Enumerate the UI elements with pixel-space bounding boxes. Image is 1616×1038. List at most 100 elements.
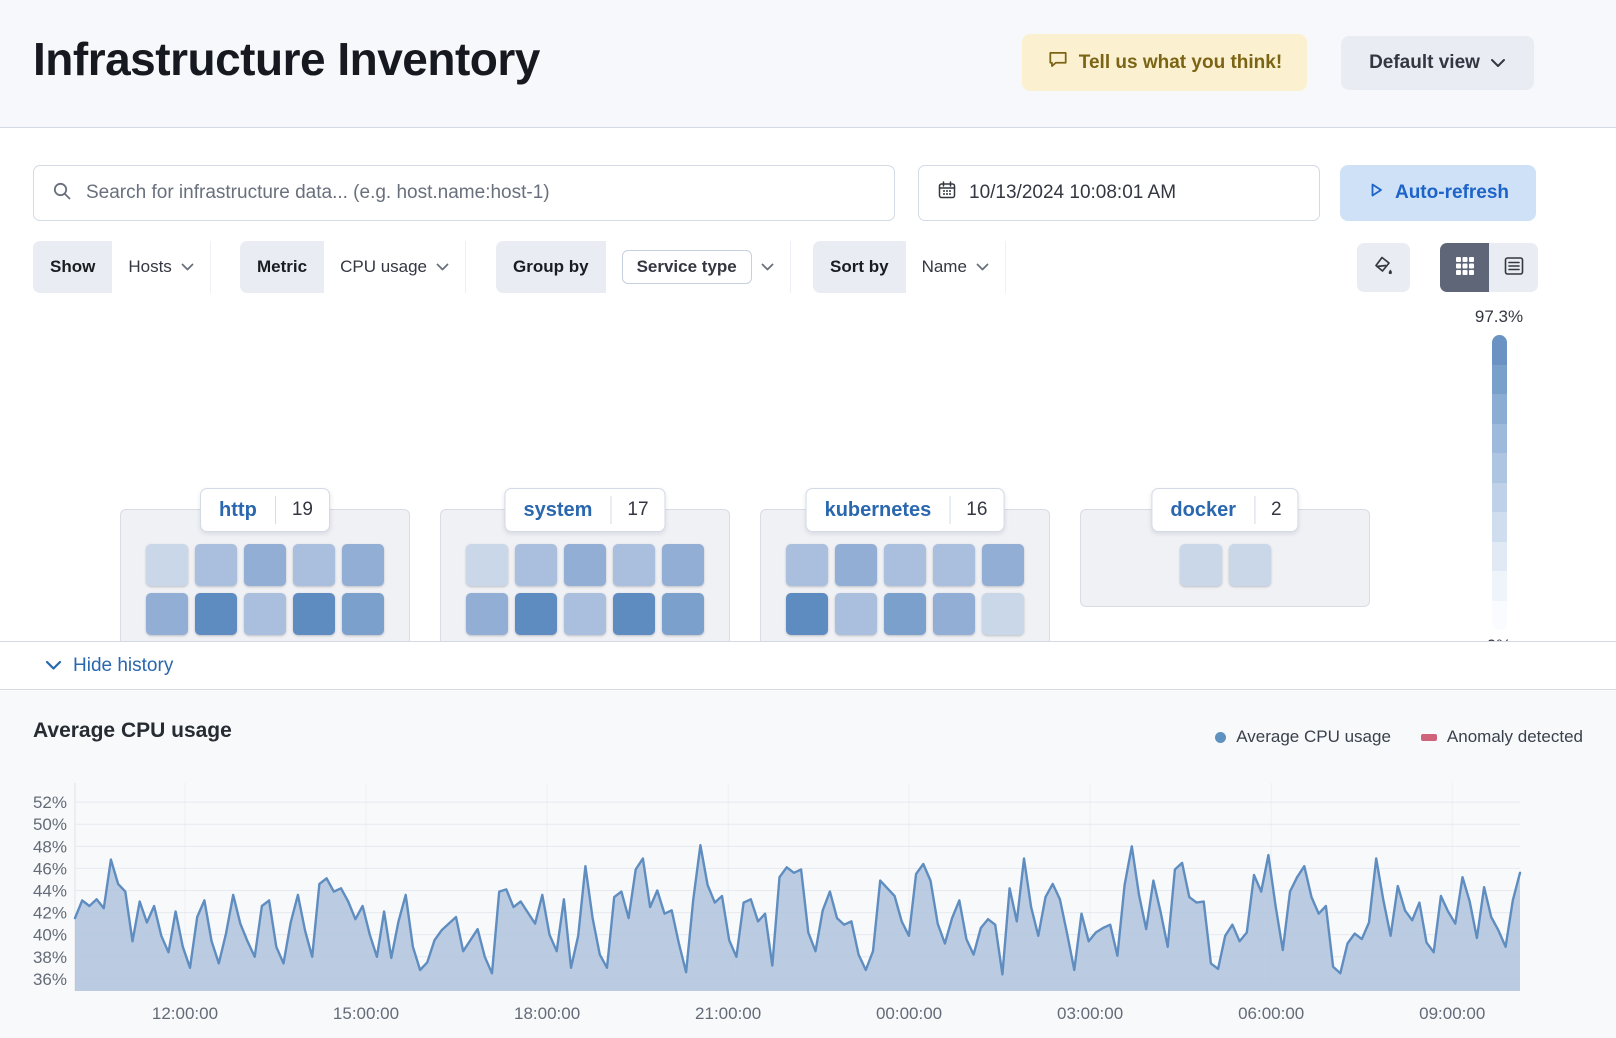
host-square[interactable] xyxy=(1180,544,1222,586)
svg-text:44%: 44% xyxy=(33,881,67,900)
group-name-link[interactable]: kubernetes xyxy=(807,499,950,522)
group-count: 2 xyxy=(1255,499,1298,521)
play-icon xyxy=(1367,181,1385,205)
host-square[interactable] xyxy=(466,593,508,635)
chevron-down-icon xyxy=(45,655,62,677)
page-header: Infrastructure Inventory Tell us what yo… xyxy=(0,0,1616,128)
host-square[interactable] xyxy=(786,593,828,635)
service-group-panel: kubernetes16 xyxy=(760,509,1050,641)
svg-text:36%: 36% xyxy=(33,970,67,989)
host-square[interactable] xyxy=(982,593,1024,635)
legend-max-label: 97.3% xyxy=(1463,307,1535,327)
host-square[interactable] xyxy=(613,544,655,586)
search-input[interactable] xyxy=(86,182,876,204)
host-square[interactable] xyxy=(515,593,557,635)
color-scale-legend: 97.3% 0% xyxy=(1463,307,1535,641)
metric-filter-label: Metric xyxy=(240,241,324,293)
page-title: Infrastructure Inventory xyxy=(33,32,540,86)
host-square[interactable] xyxy=(933,593,975,635)
host-square[interactable] xyxy=(786,544,828,586)
host-square[interactable] xyxy=(146,544,188,586)
color-palette-button[interactable] xyxy=(1357,243,1410,292)
svg-text:52%: 52% xyxy=(33,793,67,812)
host-square[interactable] xyxy=(293,544,335,586)
host-square-row xyxy=(786,544,1024,586)
host-square[interactable] xyxy=(982,544,1024,586)
host-square[interactable] xyxy=(884,593,926,635)
host-square[interactable] xyxy=(342,593,384,635)
chart-title: Average CPU usage xyxy=(33,719,232,743)
paint-fill-icon xyxy=(1372,254,1396,281)
service-group-panel: docker2 xyxy=(1080,509,1370,607)
svg-text:50%: 50% xyxy=(33,815,67,834)
svg-text:48%: 48% xyxy=(33,837,67,856)
view-selector-button[interactable]: Default view xyxy=(1341,36,1534,90)
group-name-link[interactable]: system xyxy=(505,499,610,522)
host-square[interactable] xyxy=(1229,544,1271,586)
host-square[interactable] xyxy=(564,544,606,586)
host-square[interactable] xyxy=(293,593,335,635)
host-square[interactable] xyxy=(835,544,877,586)
chevron-down-icon xyxy=(436,263,449,271)
calendar-icon xyxy=(937,180,957,206)
svg-text:42%: 42% xyxy=(33,904,67,923)
table-view-button[interactable] xyxy=(1489,243,1538,292)
legend-item-anomaly[interactable]: Anomaly detected xyxy=(1421,727,1583,747)
svg-text:46%: 46% xyxy=(33,859,67,878)
grid-icon xyxy=(1454,255,1476,280)
chevron-down-icon xyxy=(976,263,989,271)
chevron-down-icon xyxy=(1490,52,1506,74)
sort-by-filter-label: Sort by xyxy=(813,241,906,293)
host-square[interactable] xyxy=(835,593,877,635)
legend-item-cpu[interactable]: Average CPU usage xyxy=(1215,727,1391,747)
host-square[interactable] xyxy=(884,544,926,586)
group-by-filter: Group by Service type xyxy=(496,241,791,293)
svg-text:03:00:00: 03:00:00 xyxy=(1057,1004,1123,1023)
date-picker-button[interactable]: 10/13/2024 10:08:01 AM xyxy=(918,165,1320,221)
host-square[interactable] xyxy=(244,593,286,635)
group-label: http19 xyxy=(200,488,330,532)
group-label: kubernetes16 xyxy=(806,488,1005,532)
host-square-row xyxy=(146,593,384,635)
list-icon xyxy=(1503,255,1525,280)
host-square[interactable] xyxy=(933,544,975,586)
host-square[interactable] xyxy=(244,544,286,586)
host-square[interactable] xyxy=(564,593,606,635)
svg-text:09:00:00: 09:00:00 xyxy=(1419,1004,1485,1023)
chevron-down-icon xyxy=(181,263,194,271)
map-view-button[interactable] xyxy=(1440,243,1489,292)
anomaly-bar-marker xyxy=(1421,734,1437,741)
sort-by-filter: Sort by Name xyxy=(813,241,1006,293)
search-bar xyxy=(33,165,895,221)
host-square[interactable] xyxy=(195,593,237,635)
host-square[interactable] xyxy=(146,593,188,635)
speech-bubble-icon xyxy=(1047,49,1069,77)
view-mode-toggle xyxy=(1440,243,1538,292)
host-square[interactable] xyxy=(515,544,557,586)
show-filter: Show Hosts xyxy=(33,241,211,293)
feedback-button[interactable]: Tell us what you think! xyxy=(1022,34,1307,91)
group-name-link[interactable]: docker xyxy=(1152,499,1254,522)
host-square[interactable] xyxy=(613,593,655,635)
host-square[interactable] xyxy=(342,544,384,586)
metric-filter-select[interactable]: CPU usage xyxy=(324,241,465,293)
hide-history-toggle[interactable]: Hide history xyxy=(0,641,1616,690)
show-filter-select[interactable]: Hosts xyxy=(112,241,209,293)
group-by-token[interactable]: Service type xyxy=(622,250,752,284)
host-square-row xyxy=(1180,544,1271,586)
auto-refresh-button[interactable]: Auto-refresh xyxy=(1340,165,1536,221)
svg-text:21:00:00: 21:00:00 xyxy=(695,1004,761,1023)
svg-text:40%: 40% xyxy=(33,926,67,945)
host-square[interactable] xyxy=(466,544,508,586)
group-count: 19 xyxy=(276,499,329,521)
group-by-filter-select[interactable]: Service type xyxy=(606,241,790,293)
history-chart-section: Average CPU usage Average CPU usage Anom… xyxy=(0,691,1616,1038)
group-label: system17 xyxy=(504,488,665,532)
group-by-filter-label: Group by xyxy=(496,241,606,293)
group-name-link[interactable]: http xyxy=(201,499,275,522)
host-square[interactable] xyxy=(662,593,704,635)
host-square[interactable] xyxy=(662,544,704,586)
sort-by-filter-select[interactable]: Name xyxy=(906,241,1005,293)
svg-text:12:00:00: 12:00:00 xyxy=(152,1004,218,1023)
host-square[interactable] xyxy=(195,544,237,586)
